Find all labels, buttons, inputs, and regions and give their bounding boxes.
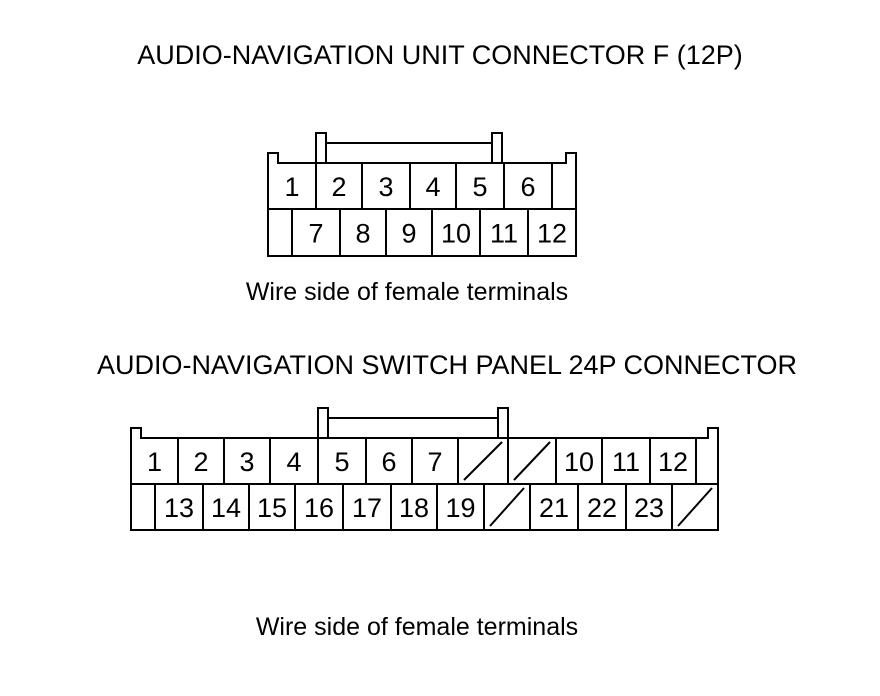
connector-f-terminal-number: 4 xyxy=(425,172,440,202)
switch-panel-connector-terminal-number: 10 xyxy=(564,447,594,477)
switch-panel-connector-body xyxy=(130,427,719,531)
switch-panel-connector-terminal-number: 11 xyxy=(612,447,640,477)
switch-panel-connector-terminal-number: 14 xyxy=(211,493,241,523)
connector-f-terminal-number: 10 xyxy=(441,219,471,249)
connector-f-title: AUDIO-NAVIGATION UNIT CONNECTOR F (12P) xyxy=(137,40,743,70)
switch-panel-connector-locking-tab xyxy=(317,407,509,438)
switch-panel-connector-terminal-number: 4 xyxy=(286,447,301,477)
switch-panel-connector-terminal-number: 7 xyxy=(427,447,442,477)
switch-panel-connector-terminal-number: 2 xyxy=(193,447,208,477)
switch-panel-connector-terminal-number: 1 xyxy=(147,447,162,477)
switch-panel-connector-terminal-number: 15 xyxy=(257,493,287,523)
switch-panel-connector-terminal-number: 6 xyxy=(381,447,396,477)
switch-panel-connector-terminal-number: 23 xyxy=(634,493,664,523)
connector-f-terminal-number: 6 xyxy=(520,172,535,202)
switch-panel-connector-terminal-number: 12 xyxy=(658,447,688,477)
connector-f-terminal-number: 8 xyxy=(355,219,370,249)
switch-panel-connector-unused-terminal-slash xyxy=(513,441,551,481)
switch-panel-connector-terminal-number: 18 xyxy=(399,493,429,523)
switch-panel-connector-terminal-number: 13 xyxy=(164,493,194,523)
switch-panel-connector-terminal-number: 22 xyxy=(587,493,617,523)
switch-panel-connector-unused-terminal-slash xyxy=(489,487,525,527)
switch-panel-connector-terminal-number: 5 xyxy=(334,447,349,477)
connector-f-terminal-number: 7 xyxy=(308,219,323,249)
switch-panel-connector-title: AUDIO-NAVIGATION SWITCH PANEL 24P CONNEC… xyxy=(96,350,798,380)
switch-panel-connector-terminal-number: 3 xyxy=(239,447,254,477)
connector-f-terminal-number: 1 xyxy=(284,172,299,202)
connector-f-terminal-number: 11 xyxy=(490,219,518,249)
switch-panel-connector-terminal-number: 21 xyxy=(539,493,569,523)
switch-panel-connector-unused-terminal-slash xyxy=(463,441,503,481)
connector-f-terminal-number: 9 xyxy=(401,219,416,249)
connector-f-terminal-number: 3 xyxy=(378,172,393,202)
connector-f-caption: Wire side of female terminals xyxy=(245,278,569,306)
switch-panel-connector-unused-terminal-slash xyxy=(677,487,713,527)
switch-panel-connector-caption: Wire side of female terminals xyxy=(255,613,579,641)
switch-panel-connector-terminal-number: 16 xyxy=(304,493,334,523)
connector-f-terminal-number: 12 xyxy=(537,219,567,249)
connector-f-terminal-number: 5 xyxy=(472,172,487,202)
switch-panel-connector-terminal-number: 17 xyxy=(352,493,382,523)
connector-f-locking-tab xyxy=(315,132,503,163)
connector-f-body xyxy=(267,152,577,257)
switch-panel-connector-terminal-number: 19 xyxy=(445,493,475,523)
connector-f-terminal-number: 2 xyxy=(331,172,346,202)
